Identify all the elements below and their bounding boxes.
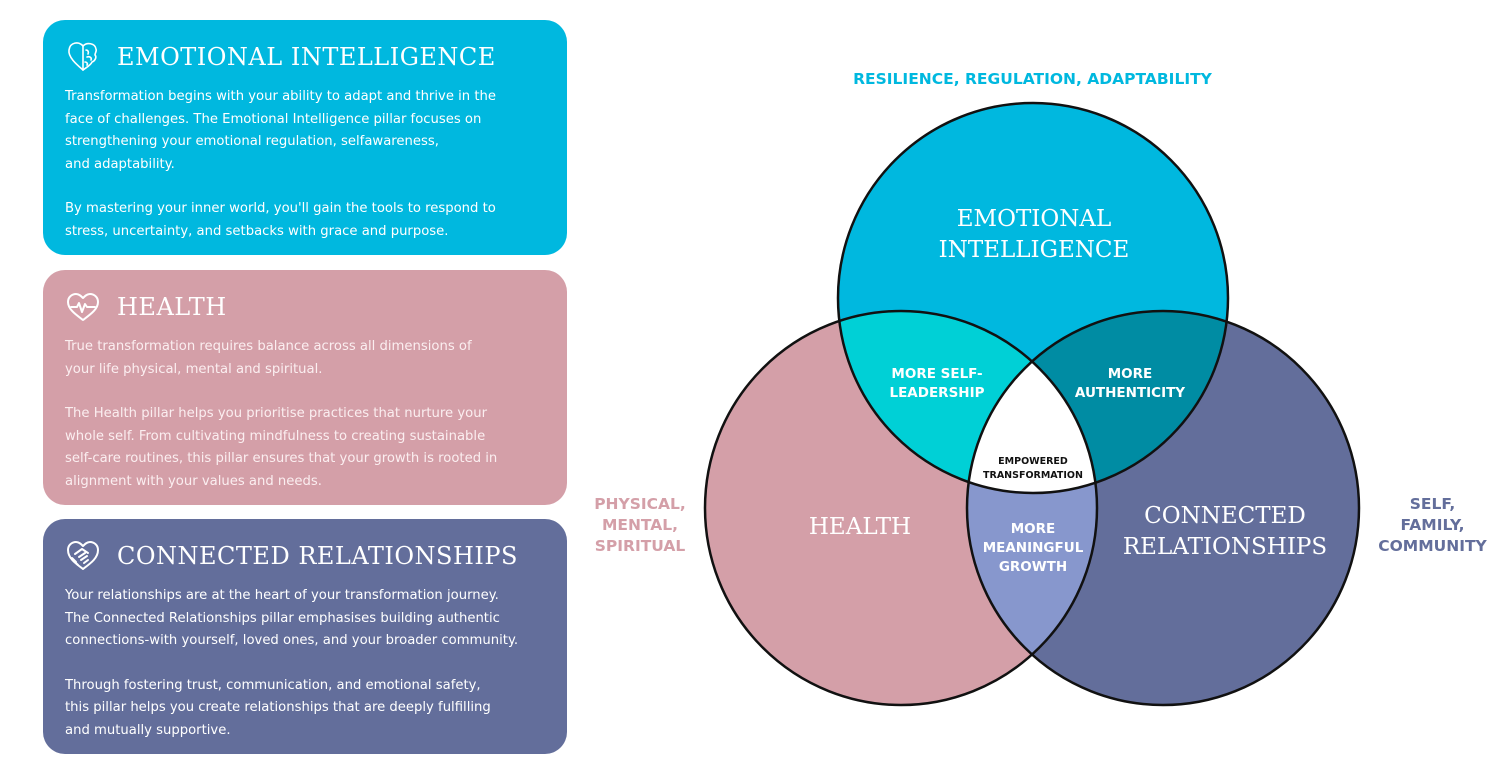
card-paragraph: The Health pillar helps you prioritise p…	[65, 406, 498, 489]
external-label-left-line: MENTAL,	[601, 516, 679, 534]
set-label-right-line2: RELATIONSHIPS	[1123, 534, 1327, 560]
set-label-top-line2: INTELLIGENCE	[939, 237, 1130, 263]
card-paragraph: Your relationships are at the heart of y…	[65, 588, 519, 649]
card-body: True transformation requires balance acr…	[65, 336, 545, 494]
overlap-label-top-right-line2: AUTHENTICITY	[1075, 385, 1185, 401]
card-title: HEALTH	[117, 293, 227, 321]
center-label-line1: EMPOWERED	[998, 456, 1068, 467]
external-label-right: SELF, FAMILY, COMMUNITY	[1365, 494, 1500, 557]
outline-right	[965, 309, 1361, 707]
external-label-right-line: SELF,	[1409, 495, 1456, 513]
connected-relationships-card: CONNECTED RELATIONSHIPS Your relationshi…	[43, 519, 567, 754]
set-label-top-line1: EMOTIONAL	[957, 206, 1112, 232]
heart-handshake-icon	[65, 539, 101, 573]
overlap-label-bottom-line1: MORE	[1011, 521, 1056, 537]
overlap-label-bottom-line2: MEANINGFUL	[983, 540, 1084, 556]
heart-brain-icon	[65, 40, 101, 74]
external-label-left-line: PHYSICAL,	[594, 495, 686, 513]
overlap-label-top-left-line2: LEADERSHIP	[889, 385, 984, 401]
card-paragraph: By mastering your inner world, you'll ga…	[65, 201, 496, 239]
external-label-left-line: SPIRITUAL	[594, 537, 686, 555]
card-header: CONNECTED RELATIONSHIPS	[65, 539, 545, 573]
card-paragraph: Through fostering trust, communication, …	[65, 677, 491, 738]
external-label-left: PHYSICAL, MENTAL, SPIRITUAL	[585, 494, 695, 557]
external-label-top: RESILIENCE, REGULATION, ADAPTABILITY	[853, 70, 1212, 88]
center-label-line2: TRANSFORMATION	[983, 470, 1083, 481]
emotional-intelligence-card: EMOTIONAL INTELLIGENCE Transformation be…	[43, 20, 567, 255]
card-header: HEALTH	[65, 290, 545, 324]
card-header: EMOTIONAL INTELLIGENCE	[65, 40, 545, 74]
external-label-right-line: FAMILY,	[1400, 516, 1465, 534]
external-label-right-line: COMMUNITY	[1378, 537, 1487, 555]
card-paragraph: Transformation begins with your ability …	[65, 89, 496, 172]
overlap-label-top-left-line1: MORE SELF-	[891, 366, 982, 382]
card-body: Transformation begins with your ability …	[65, 86, 545, 244]
outline-top	[836, 101, 1230, 495]
heart-pulse-icon	[65, 290, 101, 324]
overlap-label-top-right-line1: MORE	[1108, 366, 1153, 382]
overlap-label-bottom-line3: GROWTH	[999, 559, 1067, 575]
card-title: CONNECTED RELATIONSHIPS	[117, 542, 518, 570]
set-label-right-line1: CONNECTED	[1144, 503, 1306, 529]
card-body: Your relationships are at the heart of y…	[65, 585, 545, 743]
set-label-left: HEALTH	[809, 514, 911, 540]
outline-left	[703, 309, 1099, 707]
card-paragraph: True transformation requires balance acr…	[65, 339, 472, 377]
health-card: HEALTH True transformation requires bala…	[43, 270, 567, 505]
card-title: EMOTIONAL INTELLIGENCE	[117, 43, 496, 71]
